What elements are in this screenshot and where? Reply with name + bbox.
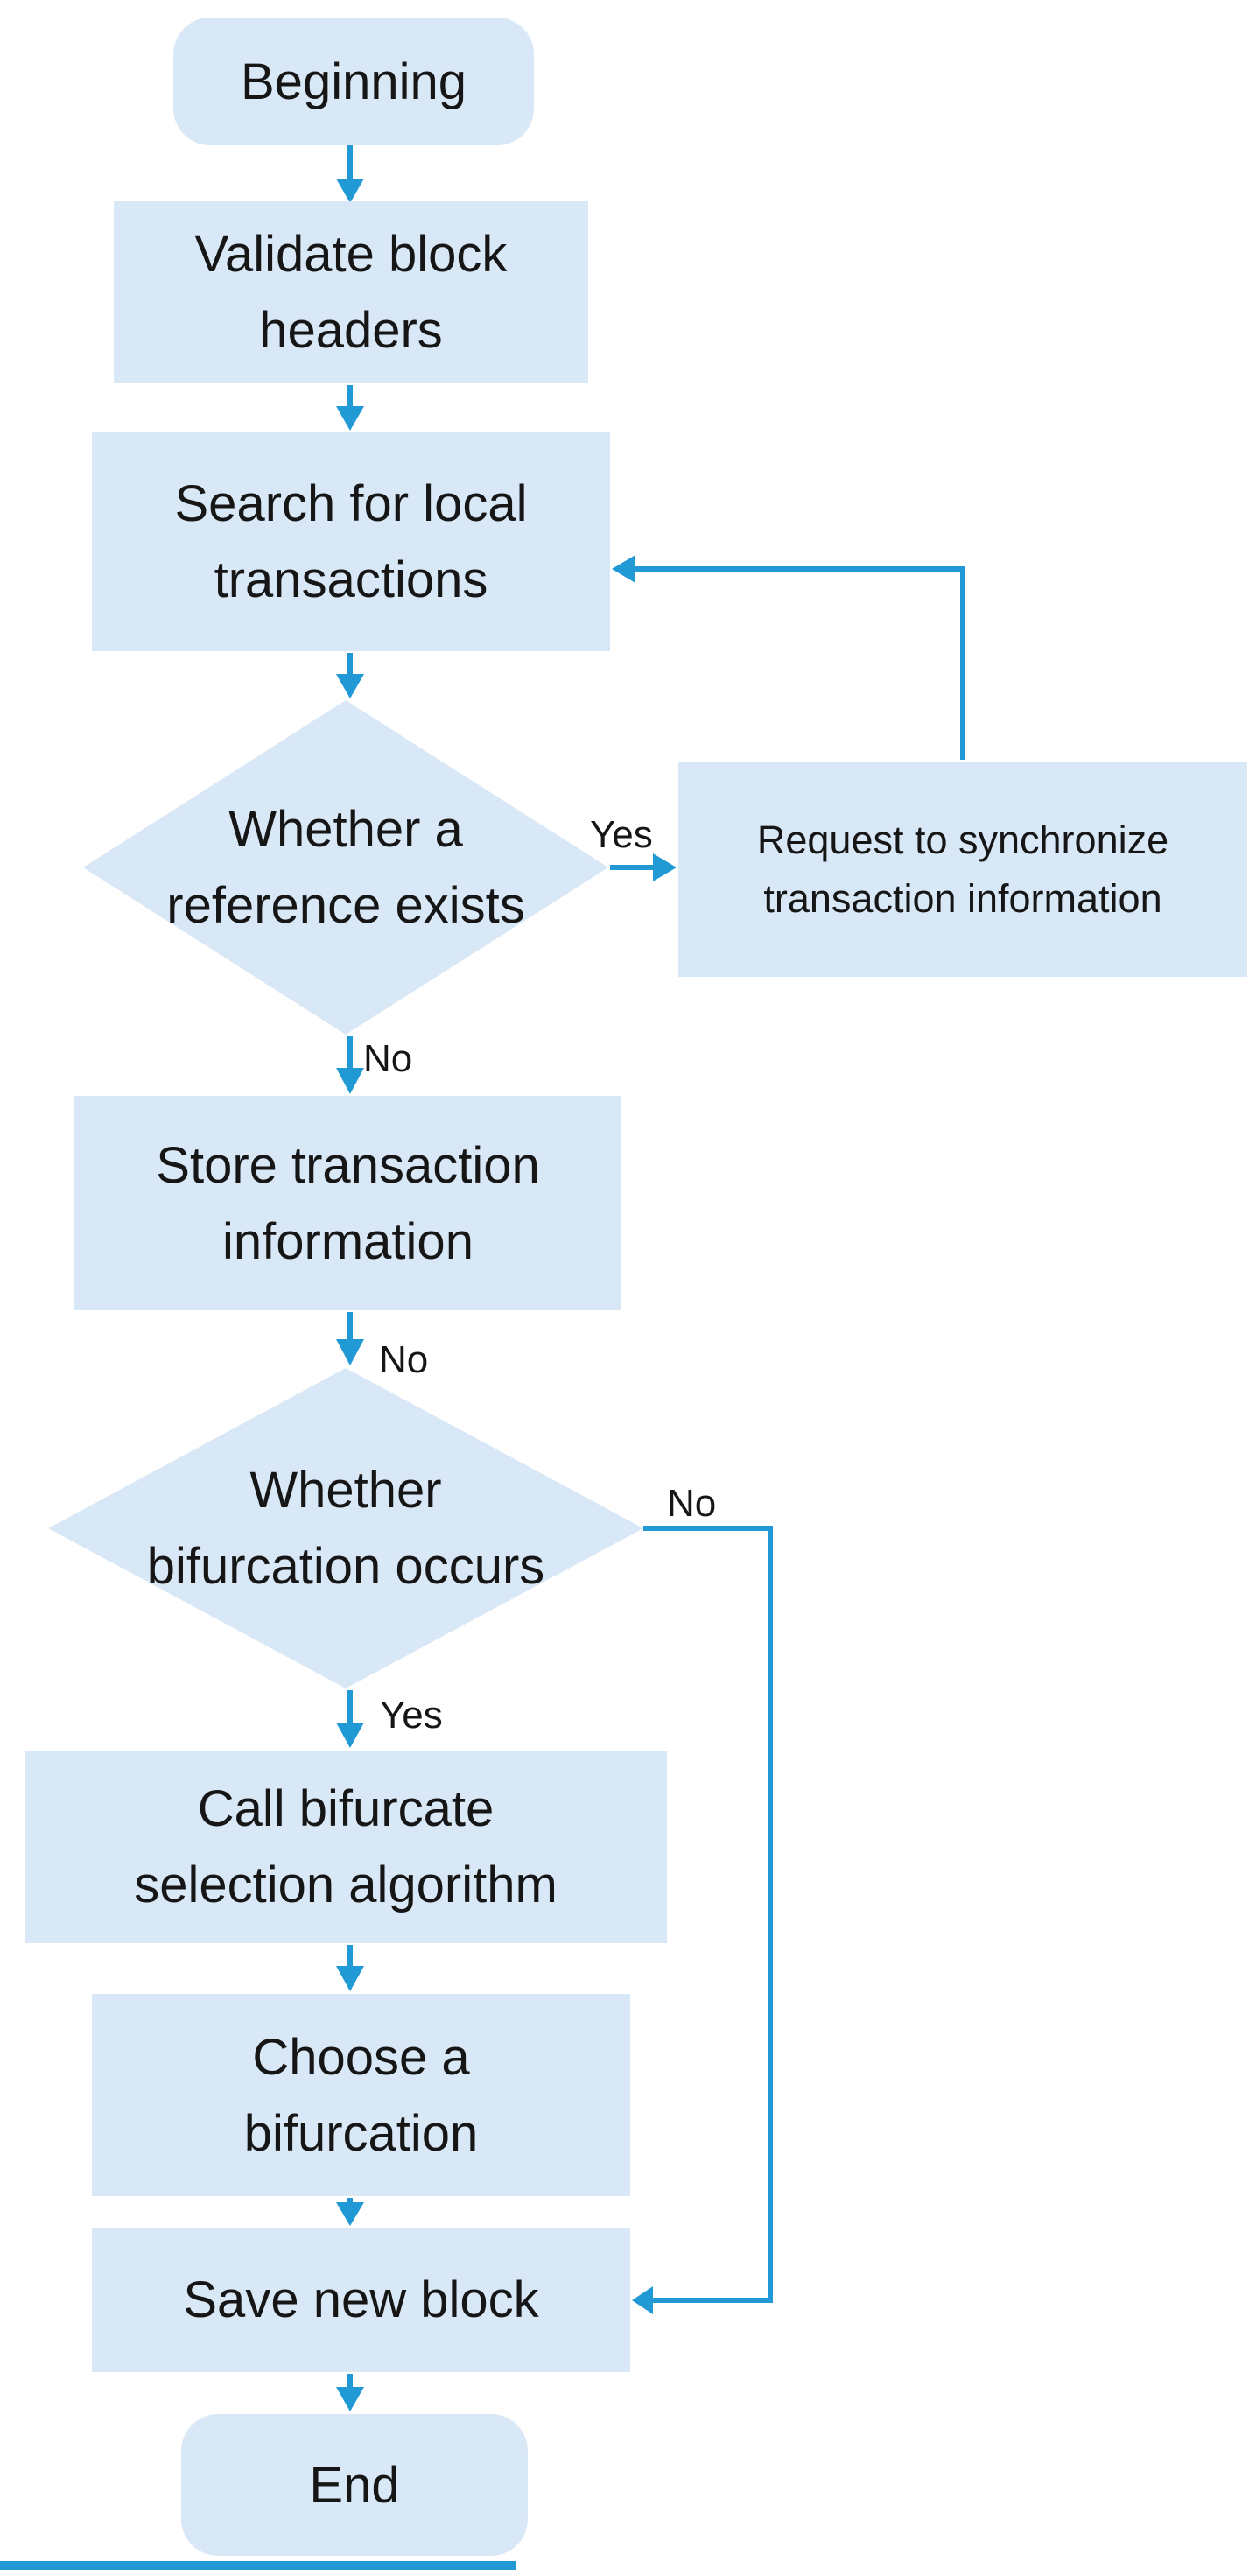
node-store-transaction-information: Store transaction information	[74, 1096, 621, 1310]
arrowhead-loop-into-search	[612, 555, 635, 583]
decision-label: Whether a reference exists	[166, 801, 525, 934]
edge-label-store-no: No	[379, 1338, 429, 1381]
node-decision-bifurcation-occurs: Whether bifurcation occurs	[48, 1368, 643, 1688]
edge-label-bifurcation-yes: Yes	[380, 1694, 443, 1737]
edge-label-reference-no: No	[363, 1037, 413, 1080]
bottom-border-line	[0, 2561, 516, 2570]
arrowhead-save-to-end	[336, 2387, 364, 2411]
edge-label-reference-yes: Yes	[590, 813, 653, 856]
loop-bif-no-to-save	[643, 1526, 773, 2303]
arrowhead-ref-yes-to-request	[653, 853, 677, 881]
arrowhead-store-to-bif-decision	[336, 1339, 364, 1365]
node-search-local-transactions: Search for local transactions	[92, 432, 610, 651]
node-save-new-block: Save new block	[92, 2228, 630, 2372]
decision-label: Whether bifurcation occurs	[146, 1462, 545, 1595]
arrowhead-ref-no-to-store	[336, 1068, 364, 1094]
arrowhead-validate-to-search	[336, 406, 364, 431]
node-end: End	[181, 2414, 528, 2556]
arrowhead-start-to-validate	[336, 179, 364, 203]
node-decision-reference-exists: Whether a reference exists	[83, 700, 608, 1035]
arrowhead-choose-to-save	[336, 2202, 364, 2226]
node-validate-block-headers: Validate block headers	[114, 201, 588, 383]
node-call-bifurcate-selection-algorithm: Call bifurcate selection algorithm	[25, 1751, 667, 1943]
node-request-synchronize: Request to synchronize transaction infor…	[678, 762, 1247, 977]
edge-label-bifurcation-no: No	[667, 1482, 717, 1525]
node-choose-a-bifurcation: Choose a bifurcation	[92, 1994, 630, 2196]
arrowhead-loop-into-save	[632, 2286, 653, 2314]
arrowhead-call-to-choose	[336, 1966, 364, 1991]
loop-request-to-search	[634, 566, 965, 760]
arrowhead-search-to-ref-decision	[336, 674, 364, 698]
arrowhead-bif-yes-to-call	[336, 1723, 364, 1748]
node-beginning: Beginning	[173, 18, 534, 145]
